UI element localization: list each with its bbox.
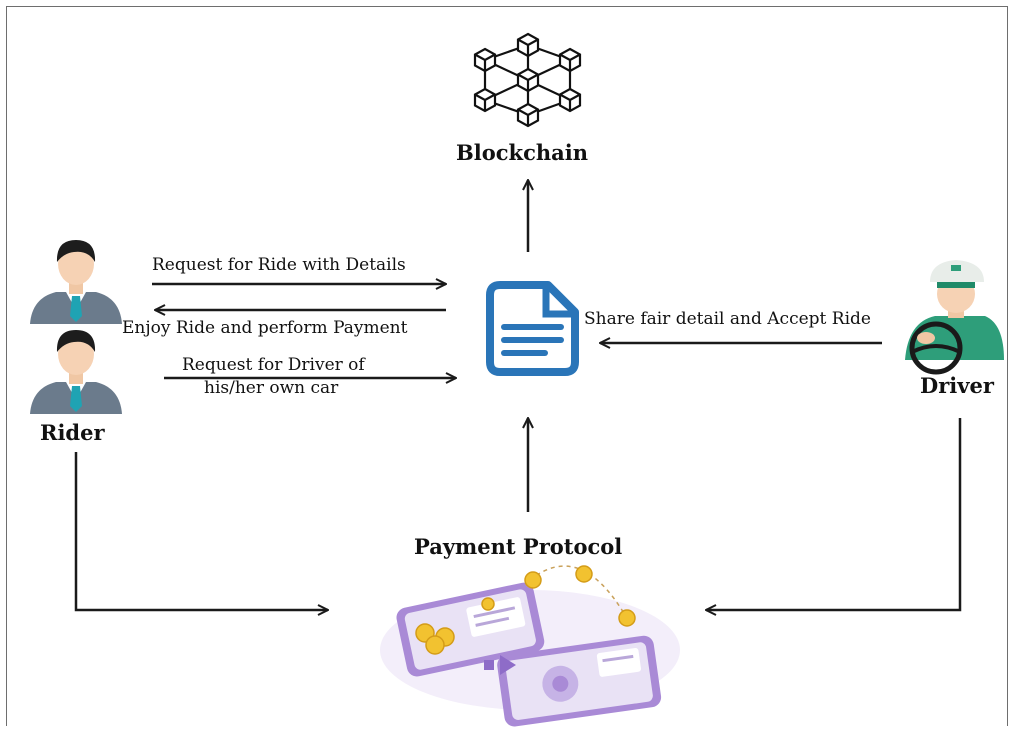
- arrow-rider-to-payment: [74, 452, 328, 610]
- payment-protocol-label: Payment Protocol: [414, 534, 623, 559]
- mobile-payment-icon: [380, 565, 680, 727]
- rider-label: Rider: [40, 420, 105, 445]
- rider-avatar-bottom-icon: [30, 330, 122, 414]
- blockchain-cubes-icon: [473, 32, 582, 128]
- blockchain-label: Blockchain: [456, 140, 588, 165]
- share-fair-label: Share fair detail and Accept Ride: [584, 309, 871, 329]
- enjoy-ride-label: Enjoy Ride and perform Payment: [122, 318, 408, 338]
- request-ride-label: Request for Ride with Details: [152, 255, 406, 275]
- driver-label: Driver: [920, 373, 994, 398]
- document-icon: [486, 281, 579, 376]
- arrow-driver-to-payment: [706, 418, 962, 610]
- rider-avatar-top-icon: [30, 240, 122, 324]
- driver-avatar-icon: [905, 260, 1004, 375]
- request-driver-label-line2: his/her own car: [204, 378, 339, 398]
- diagram-frame: [6, 6, 1008, 726]
- request-driver-label-line1: Request for Driver of: [182, 355, 365, 375]
